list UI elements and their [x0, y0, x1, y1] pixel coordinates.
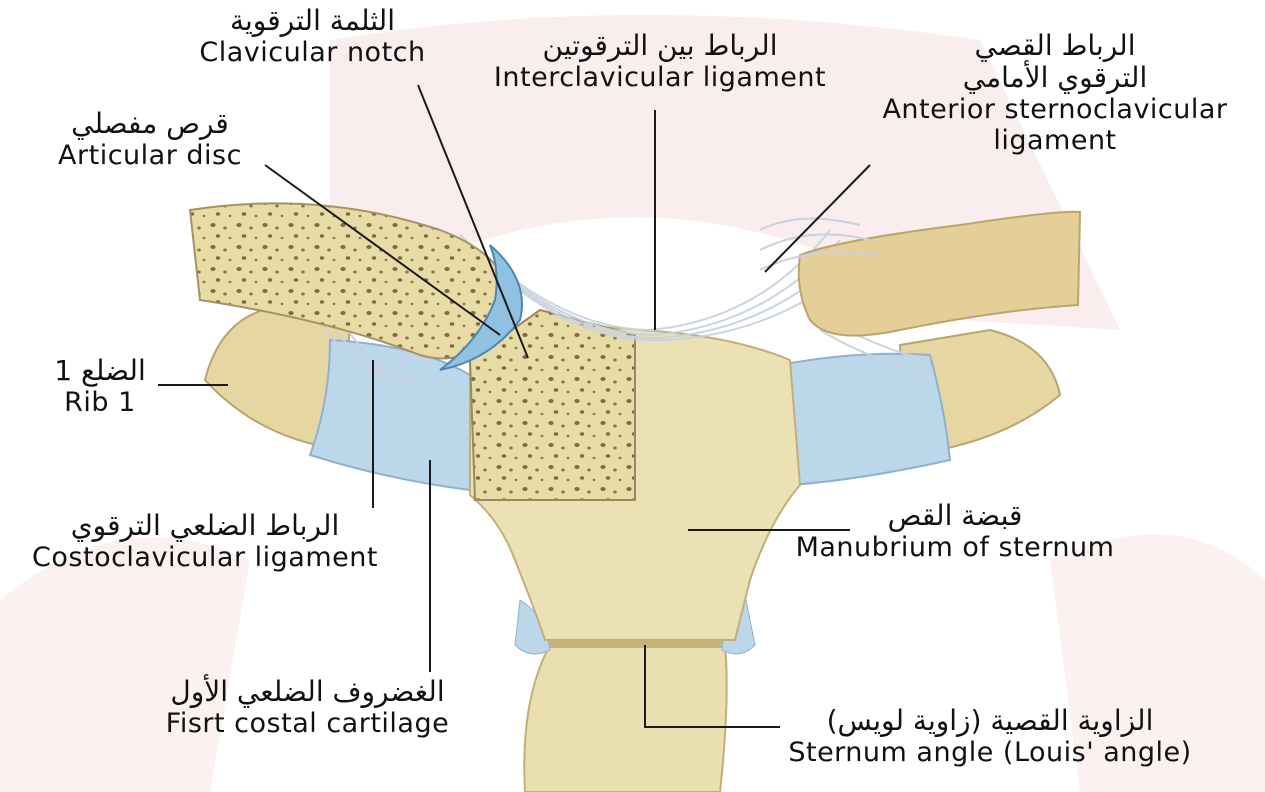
label-first-cartilage-ar: الغضروف الضلعي الأول	[135, 676, 480, 708]
label-anterior-sternoclavicular-ligament: الرباط القصي الترقوي الأمامي Anterior st…	[850, 30, 1260, 156]
label-interclavicular-ligament: الرباط بين الترقوتين Interclavicular lig…	[465, 30, 855, 93]
label-articular-disc-en: Articular disc	[35, 140, 265, 171]
label-rib1-en: Rib 1	[40, 387, 160, 418]
label-costoclavicular-en: Costoclavicular ligament	[0, 542, 410, 573]
label-clavicular-notch-en: Clavicular notch	[180, 37, 445, 68]
label-first-costal-cartilage: الغضروف الضلعي الأول Fisrt costal cartil…	[135, 676, 480, 739]
label-articular-disc-ar: قرص مفصلي	[35, 108, 265, 140]
label-sternum-angle-ar: الزاوية القصية (زاوية لويس)	[745, 705, 1235, 737]
label-costoclavicular-ligament: الرباط الضلعي الترقوي Costoclavicular li…	[0, 510, 410, 573]
label-manubrium: قبضة القص Manubrium of sternum	[765, 500, 1145, 563]
label-clavicular-notch: الثلمة الترقوية Clavicular notch	[180, 5, 445, 68]
label-interclavicular-en: Interclavicular ligament	[465, 62, 855, 93]
label-clavicular-notch-ar: الثلمة الترقوية	[180, 5, 445, 37]
label-rib1-ar: الضلع 1	[40, 355, 160, 387]
label-articular-disc: قرص مفصلي Articular disc	[35, 108, 265, 171]
label-rib-1: الضلع 1 Rib 1	[40, 355, 160, 418]
label-manubrium-ar: قبضة القص	[765, 500, 1145, 532]
label-first-cartilage-en: Fisrt costal cartilage	[135, 708, 480, 739]
label-interclavicular-ar: الرباط بين الترقوتين	[465, 30, 855, 62]
label-manubrium-en: Manubrium of sternum	[765, 532, 1145, 563]
label-anterior-sc-ar1: الرباط القصي	[850, 30, 1260, 62]
right-first-costal-cartilage	[780, 354, 950, 485]
label-costoclavicular-ar: الرباط الضلعي الترقوي	[0, 510, 410, 542]
label-sternum-angle: الزاوية القصية (زاوية لويس) Sternum angl…	[745, 705, 1235, 768]
label-anterior-sc-en2: ligament	[850, 125, 1260, 156]
label-sternum-angle-en: Sternum angle (Louis' angle)	[745, 737, 1235, 768]
label-anterior-sc-ar2: الترقوي الأمامي	[850, 62, 1260, 94]
left-first-costal-cartilage	[310, 340, 470, 490]
label-anterior-sc-en1: Anterior sternoclavicular	[850, 94, 1260, 125]
sternal-body	[524, 645, 726, 792]
